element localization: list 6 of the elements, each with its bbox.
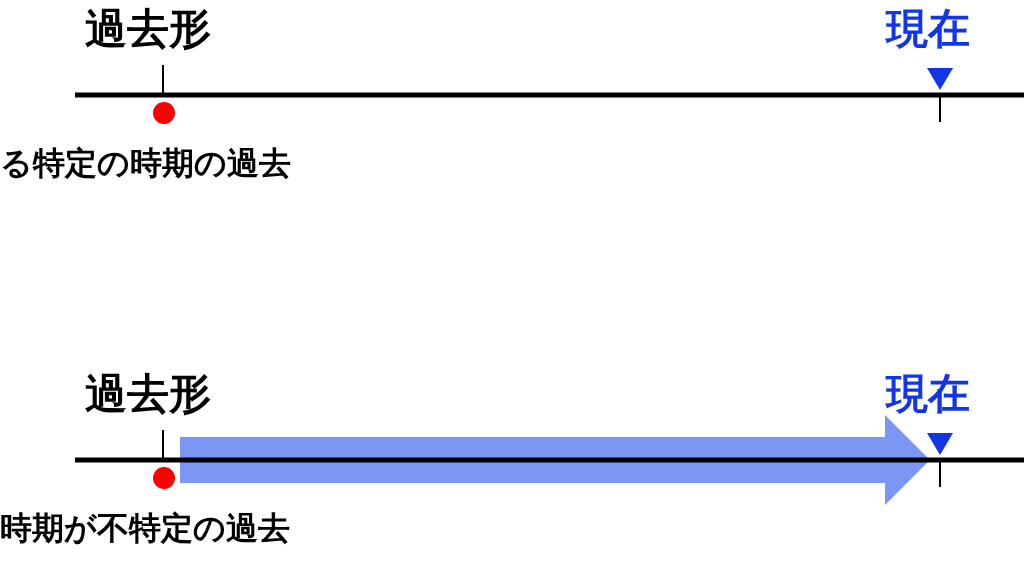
present-label: 現在 — [886, 8, 970, 50]
present-label: 現在 — [886, 373, 970, 415]
description-text: 時期が不特定の過去 — [0, 512, 290, 544]
tense-heading: 過去形 — [85, 373, 211, 415]
description-text: る特定の時期の過去 — [0, 147, 291, 179]
tense-heading: 過去形 — [85, 8, 211, 50]
